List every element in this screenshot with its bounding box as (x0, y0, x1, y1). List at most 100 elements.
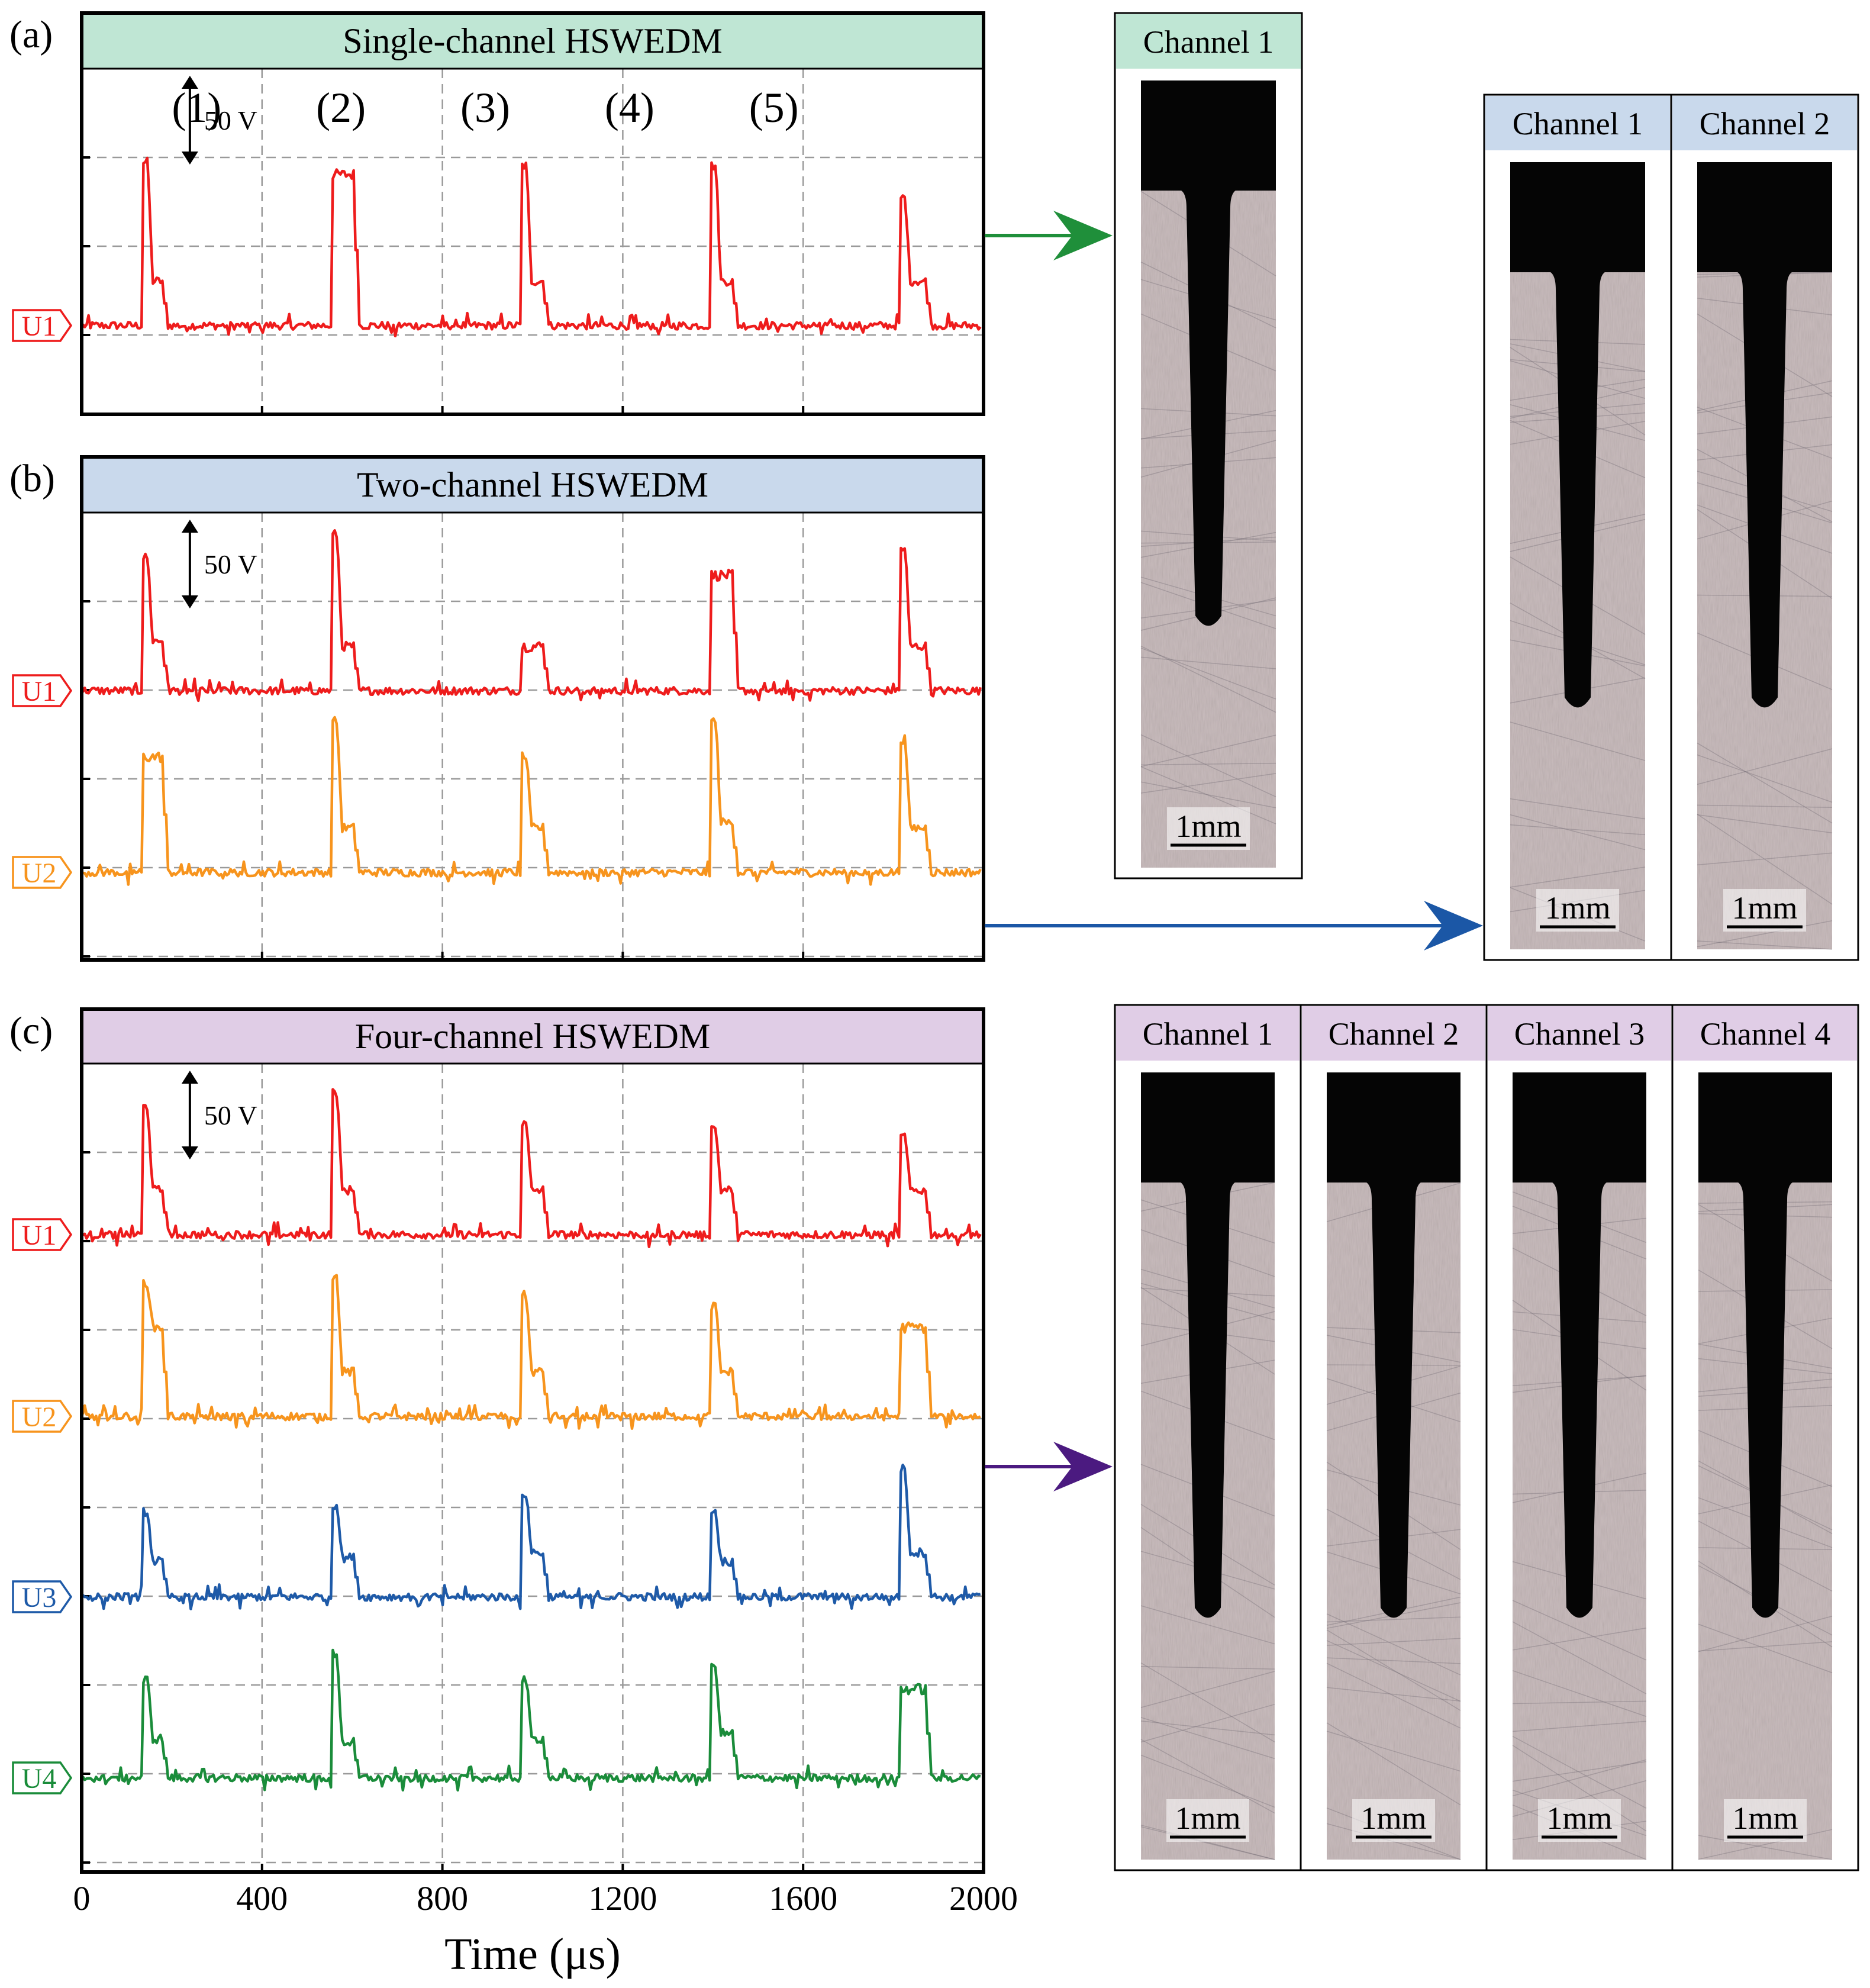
surface-streak (1698, 1835, 1833, 1860)
mount-region (1697, 162, 1832, 272)
channel-label-box (12, 674, 73, 707)
surface-streak (1326, 1722, 1461, 1806)
channel-header (1116, 14, 1301, 69)
surface-streak (1698, 1623, 1833, 1674)
scale-label-backdrop (1538, 1799, 1621, 1842)
channel-header (1674, 1006, 1857, 1061)
surface-streak (1510, 721, 1646, 761)
cut-slot (1549, 1181, 1610, 1618)
x-tick-label: 2000 (949, 1879, 1018, 1918)
surface-streak (1140, 1605, 1275, 1645)
surface-streak (1140, 1720, 1275, 1736)
surface-streak (1512, 1759, 1647, 1797)
surface-streak (1140, 781, 1276, 808)
surface-streak (1140, 1662, 1275, 1742)
channel-label-box (12, 1218, 73, 1251)
surface-streak (1510, 814, 1646, 850)
scale-bar-arrow-up (181, 1071, 198, 1084)
surface-streak (1326, 1613, 1461, 1676)
surface-streak (1512, 1745, 1647, 1832)
surface-streak (1512, 1627, 1647, 1651)
x-tick-label: 400 (236, 1879, 288, 1918)
surface-streak (1140, 762, 1276, 766)
mount-region (1327, 1072, 1460, 1183)
channel-label-box (12, 856, 73, 889)
trace-U1 (81, 529, 982, 703)
surface-streak (1326, 1657, 1461, 1664)
scale-bar-label: 50 V (204, 549, 257, 579)
scale-label-backdrop (1352, 1799, 1435, 1842)
panel-header (82, 13, 984, 69)
surface-streak (1326, 1638, 1461, 1646)
surface-streak (1140, 1825, 1275, 1860)
channel-header-label: Channel 1 (1143, 24, 1273, 60)
mount-region (1510, 162, 1645, 272)
surface-streak (1697, 748, 1833, 785)
surface-streak (1512, 1780, 1647, 1818)
surface-streak (1140, 647, 1276, 700)
discharge-label: (4) (605, 84, 654, 131)
surface-streak (1140, 734, 1276, 797)
surface-streak (1697, 754, 1833, 803)
scale-label-backdrop (1723, 889, 1806, 932)
surface-streak (1512, 1670, 1647, 1717)
channel-label-box (12, 1761, 73, 1794)
channel-header (1116, 1006, 1300, 1061)
channel-header (1485, 96, 1670, 150)
panel-title: Four-channel HSWEDM (355, 1017, 710, 1056)
arrow-c-head (1053, 1442, 1113, 1491)
surface-streak (1512, 1600, 1647, 1661)
surface-streak (1140, 766, 1276, 824)
panel-letter: (b) (9, 457, 55, 500)
scale-label-backdrop (1166, 1799, 1249, 1842)
cut-slot (1547, 271, 1608, 708)
scale-bar-arrow-down (181, 595, 198, 608)
channel-label-box (12, 309, 73, 342)
channel-label-box (12, 1580, 73, 1613)
mount-region (1698, 1072, 1832, 1183)
trace-U2 (82, 716, 982, 886)
scale-label-backdrop (1724, 1799, 1807, 1842)
panel-header (82, 457, 984, 513)
scale-label: 1mm (1732, 1800, 1798, 1836)
scale-label-backdrop (1167, 807, 1250, 850)
plot-frame (80, 11, 985, 416)
surface-streak (1512, 1761, 1647, 1782)
surface-streak (1512, 1621, 1647, 1694)
surface-streak (1697, 852, 1833, 866)
cut-slot (1735, 1181, 1795, 1618)
scale-label-backdrop (1536, 889, 1619, 932)
surface-streak (1140, 1826, 1275, 1860)
surface-streak (1140, 1665, 1275, 1670)
channel-label-box (12, 1400, 73, 1433)
scale-label: 1mm (1545, 890, 1610, 926)
surface-streak (1697, 920, 1833, 948)
channel-label: U2 (22, 1401, 57, 1433)
panel-title: Two-channel HSWEDM (357, 465, 708, 504)
channel-label: U3 (22, 1582, 57, 1613)
x-tick-label: 0 (73, 1879, 91, 1918)
scale-bar-arrow-up (181, 76, 198, 89)
surface-streak (1697, 813, 1833, 905)
surface-streak (1140, 773, 1276, 794)
mount-region (1141, 80, 1276, 191)
channel-header (1672, 96, 1857, 150)
x-tick-label: 1600 (769, 1879, 837, 1918)
channel-header-label: Channel 2 (1329, 1016, 1459, 1052)
surface-streak (1326, 1629, 1461, 1711)
channel-label: U1 (22, 1220, 57, 1251)
surface-streak (1140, 646, 1276, 713)
scale-label: 1mm (1732, 890, 1797, 926)
surface-streak (1140, 1739, 1275, 1814)
surface-streak (1140, 1671, 1275, 1708)
scale-label: 1mm (1175, 1800, 1240, 1836)
trace-U4 (82, 1648, 981, 1792)
